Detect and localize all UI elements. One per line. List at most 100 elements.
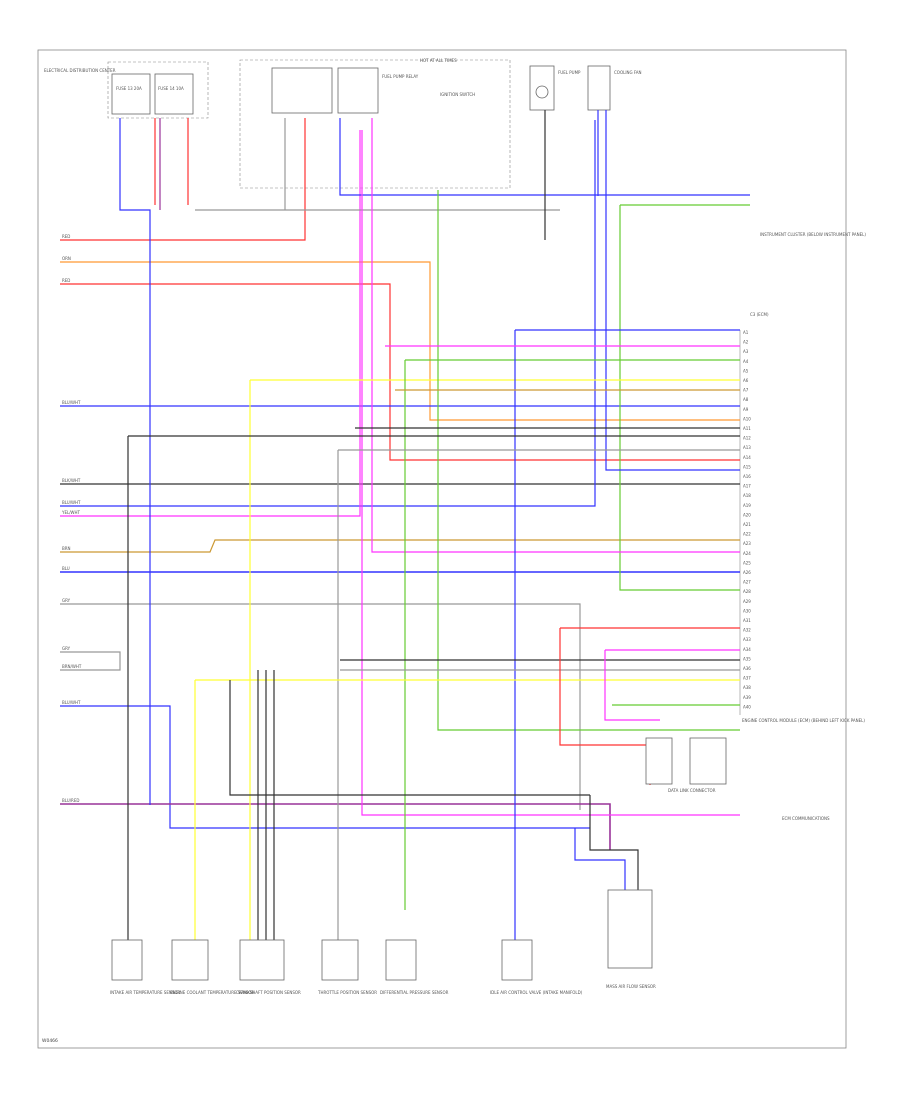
c-ecm-label: C3 (ECM) — [750, 312, 769, 317]
fuse-b — [154, 73, 194, 115]
wire-blu-4 — [574, 828, 626, 890]
sensor-iac — [501, 939, 533, 981]
fuel-relay-label: FUEL PUMP RELAY — [382, 74, 419, 79]
ecm-pin-20: A20 — [743, 512, 751, 517]
left-wire-label: BRN/WHT — [62, 664, 82, 669]
ecm-pin-1: A1 — [743, 330, 749, 335]
ecm-pin-7: A7 — [743, 388, 749, 393]
cooling-fan-label: COOLING FAN — [614, 70, 642, 75]
ecm-pin-21: A21 — [743, 522, 751, 527]
wire-blu-red — [60, 803, 611, 850]
ecm-pin-31: A31 — [743, 618, 751, 623]
sensor-iat — [111, 939, 143, 981]
ecm-pin-36: A36 — [743, 666, 751, 671]
sensor-6-label: IDLE AIR CONTROL VALVE (INTAKE MANIFOLD) — [490, 990, 583, 995]
sensor-group: INTAKE AIR TEMPERATURE SENSOR ENGINE COO… — [110, 737, 727, 995]
ecm-pin-13: A13 — [743, 445, 751, 450]
sensor-4-label: THROTTLE POSITION SENSOR — [317, 990, 377, 995]
wire-green-v — [619, 205, 740, 591]
left-wire-label: BLU/RED — [62, 798, 79, 803]
sensor-ckp — [239, 939, 285, 981]
ecm-pin-27: A27 — [743, 580, 751, 585]
fuel-pump-label: FUEL PUMP — [558, 70, 581, 75]
left-wire-label: ORN — [62, 256, 71, 261]
ecm-pin-14: A14 — [743, 455, 751, 460]
wire-gry — [60, 603, 581, 810]
ecm-pin-15: A15 — [743, 464, 751, 469]
wire-blu-wht-3 — [60, 705, 590, 829]
wire-blu-wht-2 — [60, 120, 596, 507]
cluster-label: INSTRUMENT CLUSTER (BELOW INSTRUMENT PAN… — [760, 232, 866, 237]
ecm-pin-25: A25 — [743, 560, 751, 565]
left-wire-label: BLU — [62, 566, 70, 571]
wire-blk-4 — [229, 680, 590, 796]
ecm-pin-4: A4 — [743, 359, 749, 364]
wire-cf-blue-2 — [605, 110, 740, 471]
ecm-comm-label: ECM COMMUNICATIONS — [782, 816, 830, 821]
left-wire-label: GRY — [62, 646, 71, 651]
wire-brn — [60, 539, 740, 553]
ecm-label: ENGINE CONTROL MODULE (ECM) (BEHIND LEFT… — [742, 718, 865, 723]
fuel-relay — [271, 67, 333, 114]
wire-group — [60, 110, 750, 945]
ecm-pin-23: A23 — [743, 541, 751, 546]
wire-pink-3 — [361, 130, 740, 816]
left-wire-label: BRN — [62, 546, 71, 551]
wire-pink-2 — [371, 118, 740, 553]
ecm-pin-38: A38 — [743, 685, 751, 690]
wire-v-blue — [119, 118, 151, 805]
ecm-pin-28: A28 — [743, 589, 751, 594]
wire-pink — [60, 130, 361, 517]
left-wire-label: BLU/WHT — [62, 700, 81, 705]
sensor-maf — [607, 889, 653, 969]
left-wire-label: GRY — [62, 598, 71, 603]
ecm-pin-10: A10 — [743, 416, 751, 421]
wire-blk-8 — [589, 795, 639, 890]
ecm-pin-16: A16 — [743, 474, 751, 479]
fuse-a-label: FUSE 13 20A — [116, 86, 142, 91]
wire-pink-4 — [604, 649, 740, 721]
fuel-relay-2 — [337, 67, 379, 114]
ecm-pin-26: A26 — [743, 570, 751, 575]
ecm-pin-8: A8 — [743, 397, 749, 402]
ecm-pin-34: A34 — [743, 647, 751, 652]
ecm-pin-3: A3 — [743, 349, 749, 354]
fuse-box — [107, 61, 209, 119]
wire-relay-blue — [339, 118, 750, 196]
ecm-pin-18: A18 — [743, 493, 751, 498]
sensor-5-label: DIFFERENTIAL PRESSURE SENSOR — [380, 990, 449, 995]
sensor-2-label: ENGINE COOLANT TEMPERATURE SENSOR — [170, 990, 255, 995]
ecm-pin-9: A9 — [743, 407, 749, 412]
data-link-conn-2 — [689, 737, 727, 785]
ecm-pin-22: A22 — [743, 532, 751, 537]
left-wire-label: BLK/WHT — [62, 478, 81, 483]
ecm-pin-5: A5 — [743, 368, 749, 373]
wire-gry-2 — [60, 651, 121, 671]
ecm-pin-11: A11 — [743, 426, 751, 431]
ecm-pin-6: A6 — [743, 378, 749, 383]
sensor-ect — [171, 939, 209, 981]
left-wire-label: BLU/WHT — [62, 500, 81, 505]
sensor-dps — [385, 939, 417, 981]
ecm-pin-12: A12 — [743, 436, 751, 441]
fuse-b-label: FUSE 14 10A — [158, 86, 184, 91]
sensor-tps — [321, 939, 359, 981]
ignition-label: IGNITION SWITCH — [440, 92, 475, 97]
ecm-pins: A1A2A3A4A5A6A7A8A9A10A11A12A13A14A15A16A… — [743, 330, 751, 709]
data-link-label: DATA LINK CONNECTOR — [668, 788, 716, 793]
ecm-pin-30: A30 — [743, 608, 751, 613]
left-wire-labels: REDORNREDBLU/WHTBLK/WHTBLU/WHTYEL/WHTBRN… — [61, 234, 82, 803]
wire-grn-2 — [437, 190, 740, 731]
header-label: HOT AT ALL TIMES — [420, 58, 457, 63]
elec-dist-label: ELECTRICAL DISTRIBUTION CENTER — [44, 68, 116, 73]
cooling-fan — [587, 65, 611, 111]
wire-red-1 — [60, 118, 306, 241]
ecm-pin-19: A19 — [743, 503, 751, 508]
data-link-conn — [645, 737, 673, 785]
fuel-pump — [529, 65, 555, 111]
ecm-pin-24: A24 — [743, 551, 751, 556]
sensor-3-label: CRANKSHAFT POSITION SENSOR — [236, 990, 301, 995]
ecm-pin-40: A40 — [743, 704, 751, 709]
